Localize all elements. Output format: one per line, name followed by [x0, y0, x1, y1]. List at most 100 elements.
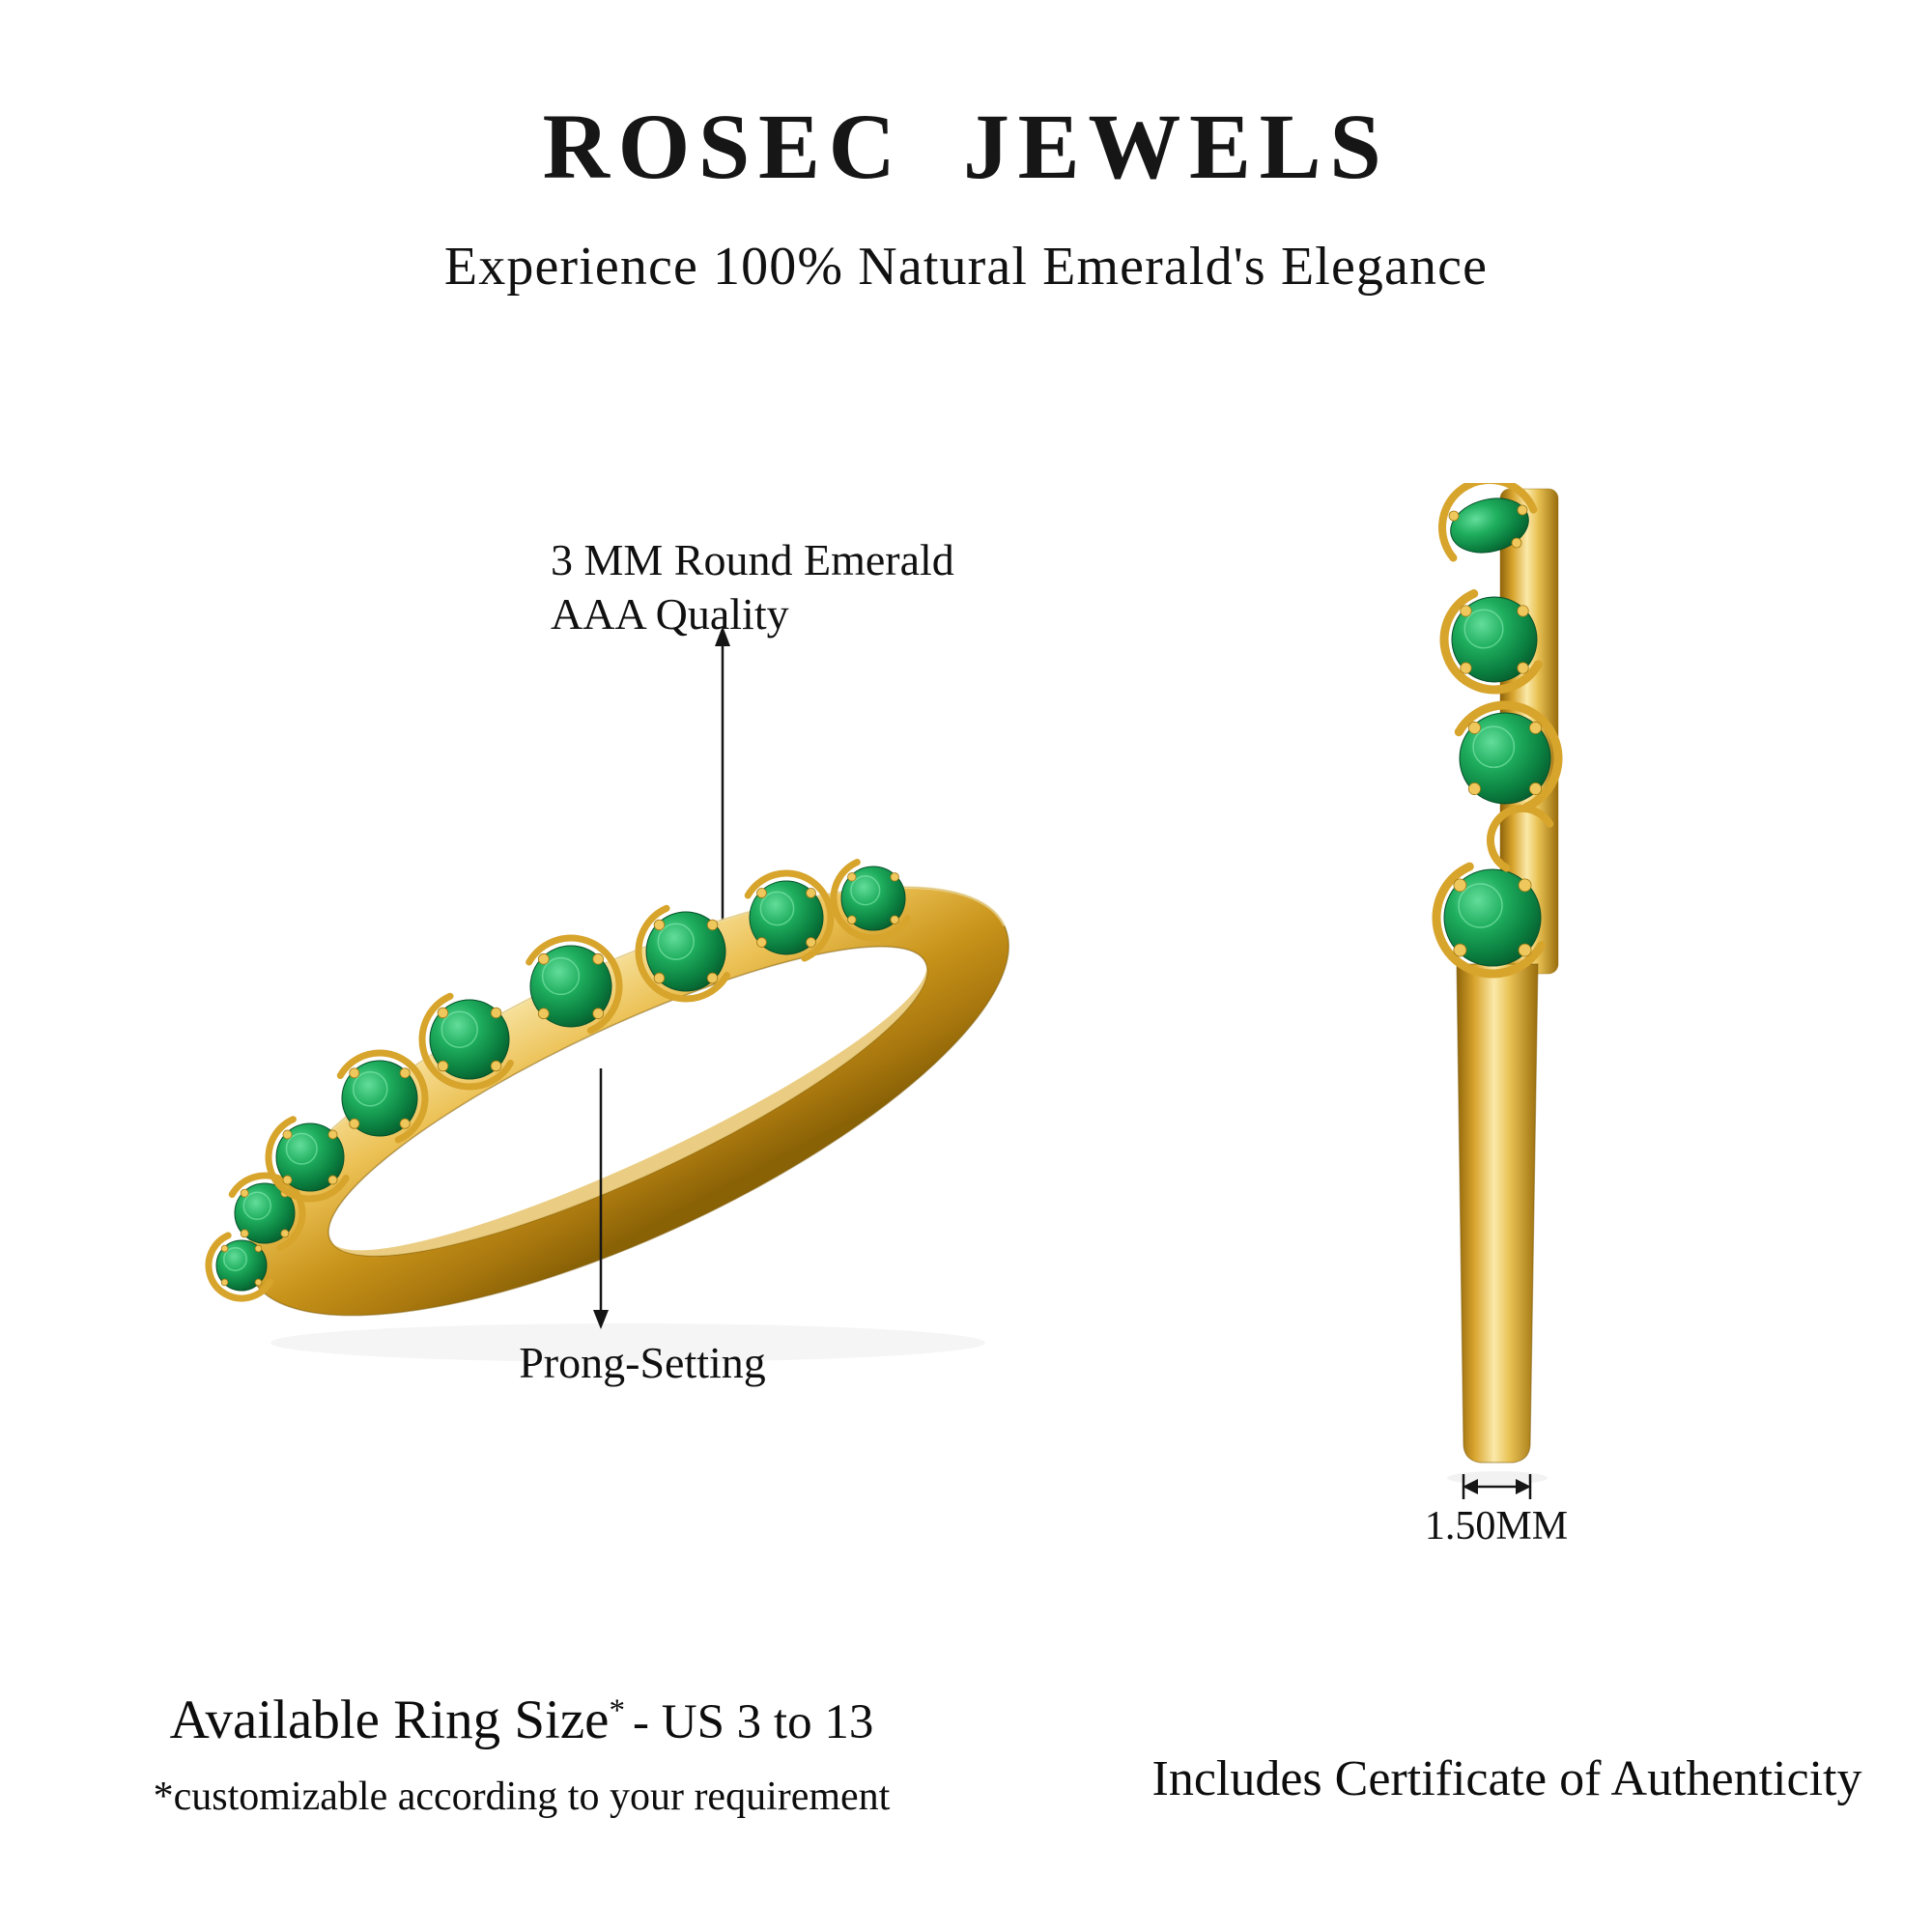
prong-dot — [1517, 605, 1529, 617]
prong-dot — [1529, 721, 1543, 734]
prong-dot — [653, 919, 666, 931]
prong-dot — [847, 872, 857, 882]
side-top-stone — [1438, 483, 1541, 579]
tagline: Experience 100% Natural Emerald's Elegan… — [443, 237, 1489, 297]
emerald-stone — [645, 911, 726, 992]
s-link-icon — [738, 869, 835, 966]
band-width-arrowheads-icon — [1463, 1479, 1531, 1494]
ring-shadow — [270, 1323, 985, 1362]
prong-dot — [437, 1007, 449, 1019]
s-link-icon — [418, 988, 521, 1091]
prong-dot — [282, 1175, 293, 1185]
emerald-stone — [275, 1122, 345, 1192]
prong-dot — [806, 937, 816, 948]
prong-dot — [537, 952, 550, 965]
prong-dot — [327, 1129, 338, 1140]
prong-annotation-arrow-icon — [593, 1068, 609, 1329]
stone-highlight — [1472, 725, 1516, 769]
ring-band — [245, 885, 1009, 1317]
prong-dot — [706, 972, 719, 984]
stone-annotation-arrow-icon — [715, 626, 730, 962]
prong-dot — [282, 1129, 293, 1140]
stone-highlight — [657, 923, 695, 960]
prong-dot — [890, 915, 899, 924]
band-shadow — [1447, 1471, 1548, 1485]
prong-dot — [756, 937, 767, 948]
prong-dot — [1518, 878, 1532, 893]
prong-dot — [1467, 782, 1481, 796]
front-stone-row — [205, 855, 917, 1302]
stone-highlight — [242, 1191, 271, 1220]
prong-dot — [592, 1008, 605, 1020]
stone-highlight — [850, 875, 881, 906]
prong-dot — [847, 915, 857, 924]
prong-dot — [592, 952, 605, 965]
stone-highlight — [541, 956, 581, 996]
prong-dot — [1460, 605, 1472, 617]
stone-quality-line1: 3 MM Round Emerald — [551, 535, 954, 584]
prong-dot — [653, 972, 666, 984]
band-width-label: 1.50MM — [1424, 1504, 1569, 1548]
prong-dot — [1467, 721, 1481, 734]
emerald-stone — [840, 866, 906, 931]
prong-dot — [280, 1229, 290, 1238]
s-link-icon — [830, 855, 917, 942]
stone-highlight — [440, 1010, 478, 1048]
ring-size-label: Available Ring Size — [169, 1690, 610, 1750]
brand-title: ROSEC JEWELS — [542, 95, 1390, 198]
ring-size-info: Available Ring Size*- US 3 to 13 — [58, 1689, 985, 1751]
s-link-icon — [1487, 805, 1558, 876]
prong-dot — [1453, 943, 1467, 957]
prong-dot — [1518, 943, 1532, 957]
ring-front-view-image — [205, 855, 1009, 1362]
stone-highlight — [759, 891, 795, 926]
emerald-stone — [215, 1239, 268, 1292]
s-link-icon — [330, 1049, 429, 1148]
prong-dot — [890, 872, 899, 882]
prong-dot — [254, 1244, 263, 1253]
emerald-stone — [529, 945, 612, 1028]
prong-dot — [399, 1067, 411, 1079]
prong-dot — [254, 1278, 263, 1287]
prong-dot — [1517, 662, 1529, 674]
stone-highlight — [1458, 883, 1503, 928]
ring-size-value: - US 3 to 13 — [633, 1695, 874, 1749]
emerald-stone — [234, 1182, 296, 1244]
stone-quality-annotation: 3 MM Round Emerald AAA Quality — [551, 533, 1092, 641]
side-stone-column — [1432, 584, 1563, 979]
stone-highlight — [285, 1132, 318, 1165]
s-link-icon — [519, 934, 623, 1038]
prong-dot — [220, 1244, 229, 1253]
prong-dot — [490, 1007, 502, 1019]
prong-dot — [399, 1118, 411, 1129]
stone-quality-line2: AAA Quality — [551, 589, 789, 639]
s-link-icon — [1439, 584, 1549, 695]
stone-highlight — [223, 1247, 247, 1271]
prong-setting-label: Prong-Setting — [519, 1338, 766, 1387]
prong-dot — [537, 1008, 550, 1020]
prong-dot — [349, 1118, 360, 1129]
emerald-stone — [1443, 868, 1542, 967]
prong-dot — [756, 888, 767, 898]
prong-dot — [349, 1067, 360, 1079]
ring-size-asterisk: * — [609, 1692, 625, 1728]
prong-dot — [437, 1060, 449, 1072]
prong-dot — [1460, 662, 1472, 674]
customization-note: *customizable according to your requirem… — [153, 1775, 891, 1819]
emerald-stone — [1459, 712, 1551, 805]
prong-dot — [220, 1278, 229, 1287]
s-link-icon — [1447, 700, 1563, 816]
s-link-icon — [205, 1229, 278, 1302]
ring-side-view-image — [1432, 483, 1563, 1499]
emerald-stone — [429, 999, 510, 1080]
prong-dot — [240, 1229, 249, 1238]
prong-dot — [1529, 782, 1543, 796]
prong-dot — [327, 1175, 338, 1185]
certificate-note: Includes Certificate of Authenticity — [1151, 1751, 1862, 1806]
s-link-icon — [1432, 857, 1553, 979]
prong-dot — [240, 1188, 249, 1198]
emerald-stone — [749, 880, 824, 955]
stone-highlight — [1463, 609, 1504, 649]
prong-dot — [1453, 878, 1467, 893]
